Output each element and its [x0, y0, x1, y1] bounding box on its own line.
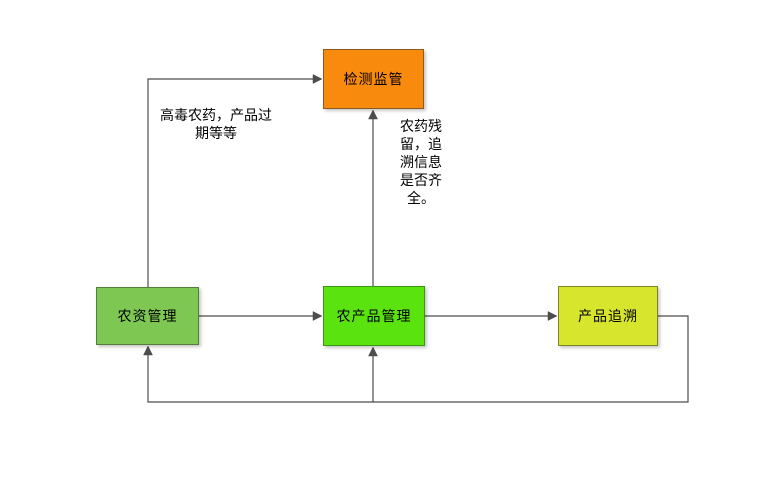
connector-feedback-branch-to-agri-products: [368, 346, 378, 402]
arrowhead: [312, 311, 323, 321]
arrowhead: [368, 346, 378, 357]
connector-agri-products-to-traceability: [425, 311, 558, 321]
connector-agri-materials-to-agri-products: [199, 311, 323, 321]
node-agri-materials-management: 农资管理: [96, 287, 199, 345]
arrowhead: [368, 109, 378, 120]
node-label: 检测监管: [343, 72, 404, 88]
connector-agri-materials-to-detection: [147, 74, 323, 287]
arrowhead: [312, 74, 323, 84]
node-product-traceability: 产品追溯: [558, 286, 658, 346]
edge-label-toxic-pesticide-expired: 高毒农药，产品过 期等等: [160, 108, 272, 142]
connector-agri-products-to-detection: [368, 109, 378, 286]
node-label: 农产品管理: [336, 309, 412, 325]
node-label: 产品追溯: [578, 309, 638, 325]
edge-label-pesticide-residue-trace-info: 农药残 留，追 溯信息 是否齐 全。: [400, 119, 442, 207]
node-detection-supervision: 检测监管: [323, 49, 424, 109]
arrowhead: [143, 345, 153, 356]
connector-traceability-feedback-to-agri-materials: [143, 315, 689, 403]
arrowhead: [547, 311, 558, 321]
node-agri-products-management: 农产品管理: [323, 286, 425, 346]
node-label: 农资管理: [117, 309, 178, 325]
